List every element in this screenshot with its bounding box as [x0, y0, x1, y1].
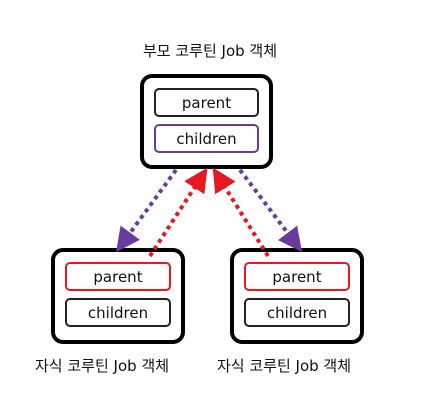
- children-to-right-child-arrow: [238, 168, 303, 252]
- child-job-left-parent-field: parent: [65, 262, 171, 291]
- left-child-to-parent-arrow: [148, 167, 208, 258]
- child-job-right-title: 자식 코루틴 Job 객체: [217, 357, 352, 375]
- child-job-left-title: 자식 코루틴 Job 객체: [35, 357, 170, 375]
- parent-job-box: parent children: [140, 74, 273, 169]
- child-job-right-children-field: children: [244, 298, 350, 327]
- parent-job-title: 부모 코루틴 Job 객체: [142, 42, 278, 60]
- child-job-left-children-field: children: [65, 298, 171, 327]
- child-job-right-parent-field: parent: [244, 262, 350, 291]
- children-to-left-child-arrow: [116, 168, 178, 253]
- parent-job-children-field: children: [154, 124, 259, 153]
- right-child-to-parent-arrow: [212, 167, 270, 258]
- child-job-right-box: parent children: [230, 248, 364, 344]
- parent-job-parent-field: parent: [154, 88, 259, 117]
- child-job-left-box: parent children: [51, 248, 185, 344]
